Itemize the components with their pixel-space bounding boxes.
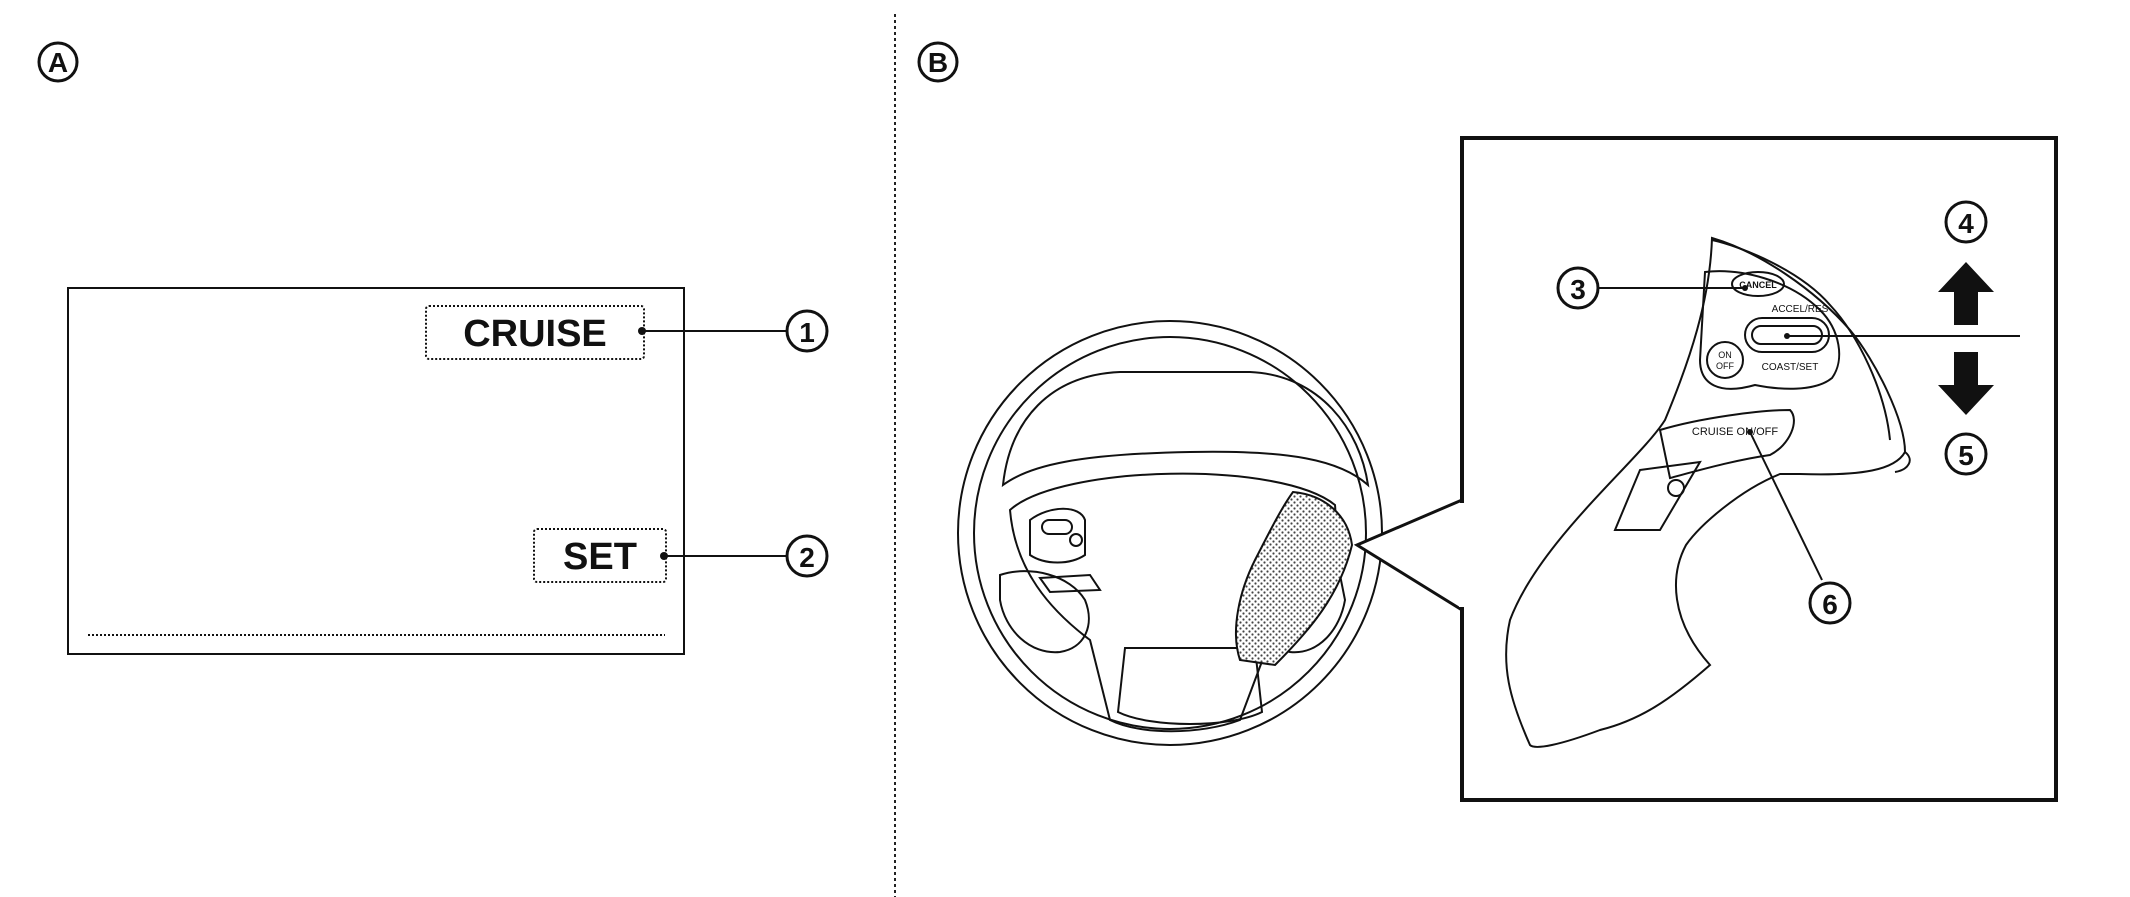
set-indicator: SET	[533, 528, 667, 583]
callout-1: 1	[785, 309, 829, 353]
arrow-up-icon	[1938, 262, 1994, 325]
cruise-indicator-label: CRUISE	[463, 313, 607, 355]
highlighted-switch-area	[1234, 490, 1354, 667]
svg-text:6: 6	[1822, 589, 1838, 620]
panel-a: A CRUISE SET 1 2	[37, 41, 829, 655]
steering-wheel-illustration	[957, 320, 1383, 746]
svg-text:3: 3	[1570, 274, 1586, 305]
panel-a-letter: A	[48, 47, 68, 78]
cruise-on-off-label: CRUISE ON/OFF	[1692, 426, 1778, 438]
arrow-down-icon	[1938, 352, 1994, 415]
callout-4: 4	[1944, 200, 1988, 244]
cruise-indicator: CRUISE	[425, 305, 645, 360]
leader-line-6	[1749, 431, 1823, 581]
instrument-display	[67, 287, 685, 655]
zoom-pointer	[1353, 498, 1463, 612]
callout-5: 5	[1944, 432, 1988, 476]
callout-6: 6	[1808, 581, 1852, 625]
on-off-label-top: ON	[1718, 350, 1732, 360]
zoom-frame	[1460, 136, 2058, 802]
cruise-switch-panel	[1505, 236, 1911, 748]
svg-text:2: 2	[799, 542, 815, 573]
panel-a-marker: A	[37, 41, 79, 83]
callout-2: 2	[785, 534, 829, 578]
callout-3: 3	[1556, 266, 1600, 310]
cancel-button-label: CANCEL	[1739, 280, 1777, 290]
panel-b: B	[917, 41, 2058, 802]
on-off-label-bottom: OFF	[1716, 361, 1734, 371]
svg-text:5: 5	[1958, 440, 1974, 471]
accel-res-label: ACCEL/RES	[1772, 304, 1829, 315]
panel-b-marker: B	[917, 41, 959, 83]
set-indicator-label: SET	[563, 536, 637, 578]
svg-text:1: 1	[799, 317, 815, 348]
svg-text:4: 4	[1958, 208, 1974, 239]
coast-set-label: COAST/SET	[1762, 362, 1819, 373]
panel-b-letter: B	[928, 47, 948, 78]
